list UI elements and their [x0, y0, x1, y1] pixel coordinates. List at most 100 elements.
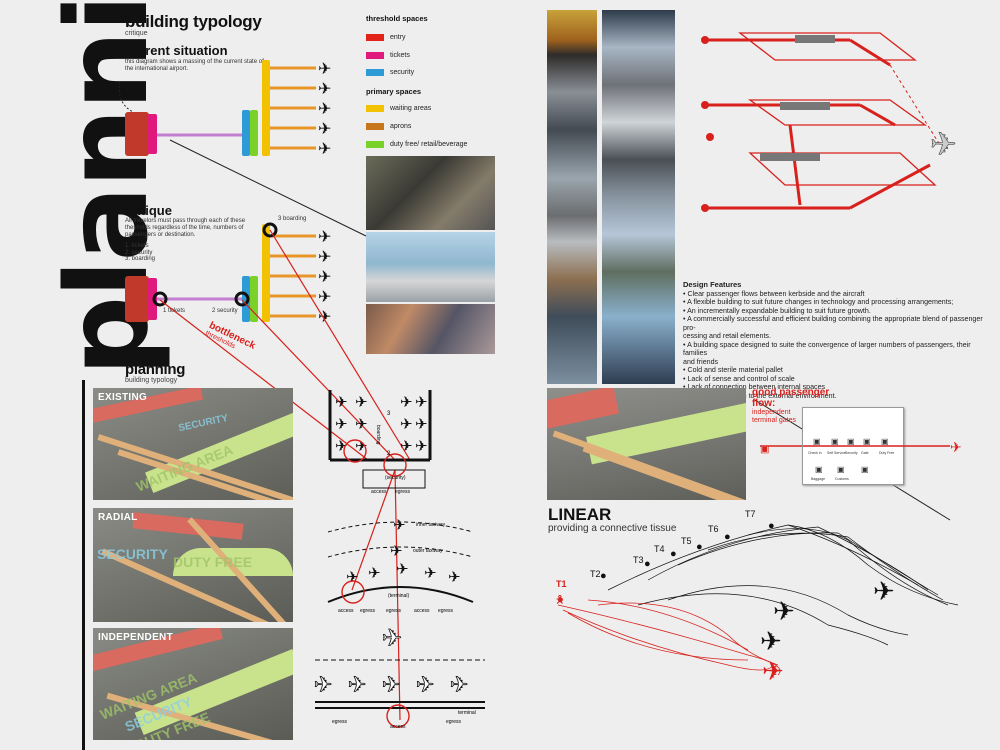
planning-subtitle: building typology [125, 377, 178, 384]
current-situation-desc: this diagram shows a massing of the curr… [125, 59, 264, 72]
svg-text:T5: T5 [681, 536, 692, 546]
legend-item-security: security [366, 69, 414, 76]
entry-block [125, 276, 149, 322]
security-block [242, 276, 250, 322]
svg-text:●: ● [600, 570, 607, 582]
svg-text:✈: ✈ [415, 438, 428, 455]
svg-text:Self Service: Self Service [827, 451, 846, 455]
svg-text:Duty Free: Duty Free [879, 451, 894, 455]
bottleneck-circle-3 [262, 222, 278, 238]
linear-subtitle: providing a connective tissue [548, 523, 677, 534]
linear-header: LINEAR providing a connective tissue [548, 506, 676, 534]
svg-text:✈: ✈ [318, 229, 331, 246]
red-line-2 [241, 299, 396, 461]
section-subtitle: critique [125, 30, 148, 37]
svg-text:egress: egress [386, 608, 402, 614]
svg-text:egress: egress [332, 719, 348, 725]
tickets-block [148, 114, 157, 154]
planning-title: planning [125, 361, 186, 378]
svg-text:✈: ✈ [314, 672, 332, 697]
red-line-4 [351, 469, 396, 591]
schematic-bottom: ✈ ✈✈✈✈✈ terminal egress access egress [314, 625, 485, 730]
svg-text:▣: ▣ [831, 437, 839, 446]
current-situation-title: current situation [125, 43, 228, 58]
svg-text:✈: ✈ [773, 596, 795, 626]
design-features-title: Design Features [683, 280, 742, 289]
svg-text:✈: ✈ [396, 561, 409, 578]
label-security: 2 security [212, 308, 238, 314]
svg-text:✈: ✈ [400, 438, 413, 455]
svg-text:✈: ✈ [335, 416, 348, 433]
svg-text:✈: ✈ [448, 569, 461, 586]
legend-threshold-title: threshold spaces [366, 14, 428, 23]
airplane-icons: ✈✈✈ ✈✈ [318, 61, 331, 158]
svg-text:✈: ✈ [760, 626, 782, 656]
flow-header: good passenger flow: independent termina… [752, 387, 830, 424]
photo-strip-left [547, 10, 597, 384]
apron-lines [270, 234, 316, 318]
svg-text:✈: ✈ [415, 394, 428, 411]
svg-text:✈: ✈ [355, 438, 368, 455]
critique-title: critique [125, 203, 172, 218]
svg-text:●: ● [644, 558, 651, 570]
svg-text:✈: ✈ [355, 416, 368, 433]
svg-text:3: 3 [387, 411, 391, 417]
svg-text:boarding: boarding [375, 425, 381, 445]
legend-swatch [366, 34, 384, 41]
svg-text:access: access [414, 608, 430, 614]
dashed-path [118, 81, 151, 118]
svg-text:✈: ✈ [318, 249, 331, 266]
svg-text:✈: ✈ [382, 625, 402, 652]
vertical-divider [82, 380, 85, 750]
svg-text:▣: ▣ [815, 465, 823, 474]
svg-text:✈: ✈ [762, 656, 784, 686]
security-block [242, 110, 250, 156]
plane-icons: ✈ ✈ ✈ ✈ [760, 576, 895, 686]
legend-swatch [366, 105, 384, 112]
svg-text:✈: ✈ [318, 289, 331, 306]
svg-text:Baggage: Baggage [811, 477, 825, 481]
svg-text:✈: ✈ [318, 81, 331, 98]
red-line-3 [269, 229, 411, 461]
svg-text:Customs: Customs [835, 477, 849, 481]
svg-text:2: 2 [387, 451, 391, 457]
svg-text:✈: ✈ [318, 269, 331, 286]
svg-text:access: access [390, 724, 406, 730]
svg-text:access: access [371, 489, 387, 495]
svg-text:●: ● [768, 520, 775, 532]
svg-text:T7: T7 [745, 509, 756, 519]
svg-text:access: access [338, 608, 354, 614]
svg-text:✈: ✈ [355, 394, 368, 411]
svg-text:✈: ✈ [415, 416, 428, 433]
svg-text:✈: ✈ [450, 672, 468, 697]
section-title: building typology [125, 12, 262, 31]
svg-text:✈: ✈ [346, 569, 359, 586]
svg-text:🯅: 🯅 [555, 594, 565, 606]
dutyfree-block [250, 110, 258, 156]
red-line-5 [394, 469, 401, 721]
label-boarding: 3 boarding [278, 216, 307, 222]
person-icons: 🯅 ● ● ● ● ● ● ● [555, 520, 775, 606]
svg-text:✈: ✈ [400, 394, 413, 411]
current-situation-block: current situation this diagram shows a m… [125, 44, 265, 73]
svg-text:egress: egress [360, 608, 376, 614]
svg-text:▣: ▣ [847, 437, 855, 446]
render-label: EXISTING [98, 392, 148, 403]
legend-swatch [366, 69, 384, 76]
svg-text:✈: ✈ [335, 394, 348, 411]
train-icon: ▣ [760, 444, 769, 455]
airplane-icon: ✈ [950, 439, 962, 455]
svg-text:✈: ✈ [318, 101, 331, 118]
svg-text:Check in: Check in [808, 451, 822, 455]
svg-text:✈: ✈ [368, 565, 381, 582]
svg-text:✈: ✈ [393, 517, 406, 534]
bottleneck-circle-2 [234, 291, 250, 307]
svg-text:●: ● [670, 548, 677, 560]
red-line-1 [159, 299, 369, 461]
svg-text:✈: ✈ [382, 672, 400, 697]
schematic-mid: ✈✈ ✈✈✈✈✈ inner taxiway outer taxiway (te… [327, 517, 474, 614]
legend-swatch [366, 141, 384, 148]
svg-text:T1: T1 [556, 579, 567, 589]
legend-swatch [366, 52, 384, 59]
